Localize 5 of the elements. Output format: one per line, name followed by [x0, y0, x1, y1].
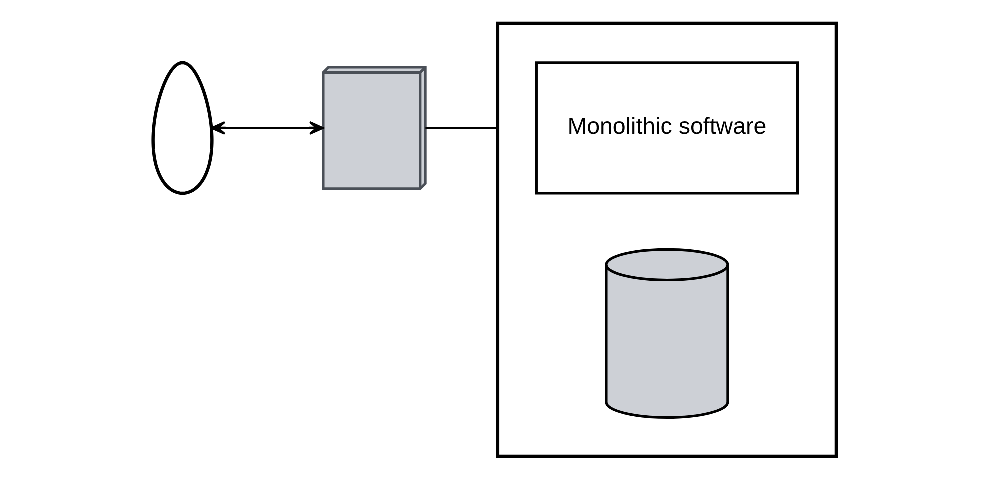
arrow — [210, 121, 324, 135]
cluster — [496, 22, 838, 458]
node-person — [152, 61, 214, 196]
node-box: Monolithic software — [535, 62, 800, 195]
connector — [426, 127, 498, 130]
